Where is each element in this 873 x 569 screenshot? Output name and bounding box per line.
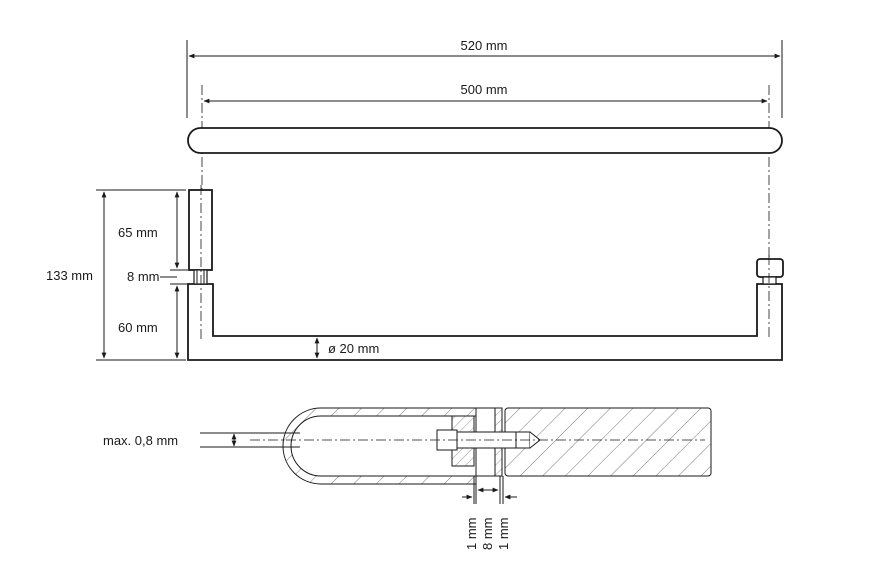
left-connector xyxy=(193,269,208,285)
dimension-hole-spacing: 500 mm xyxy=(203,82,768,104)
dimension-glass-stack: 1 mm 8 mm 1 mm xyxy=(462,476,517,550)
right-knob xyxy=(756,258,784,278)
hole-spacing-label: 500 mm xyxy=(461,82,508,97)
dimension-overall-length: 520 mm xyxy=(188,38,781,59)
gap-label: 8 mm xyxy=(127,269,160,284)
overall-length-label: 520 mm xyxy=(461,38,508,53)
total-height-label: 133 mm xyxy=(46,268,93,283)
dimension-sections: 65 mm 8 mm 60 mm xyxy=(118,191,188,359)
handle-side-profile xyxy=(187,283,783,361)
dimension-total-height: 133 mm xyxy=(46,189,186,361)
section-detail: max. 0,8 mm 1 mm 8 mm 1 mm xyxy=(103,407,712,550)
right-connector xyxy=(762,276,777,285)
left-mounting-post xyxy=(188,189,213,271)
top-view: 520 mm 500 mm xyxy=(186,38,783,345)
dimension-diameter: ø 20 mm xyxy=(314,337,379,359)
max-gap-label: max. 0,8 mm xyxy=(103,433,178,448)
lower-section-label: 60 mm xyxy=(118,320,158,335)
washer-left-label: 1 mm xyxy=(464,518,479,551)
dimension-max-gap: max. 0,8 mm xyxy=(103,432,300,448)
handle-top-view xyxy=(187,127,783,154)
washer-right-label: 1 mm xyxy=(496,518,511,551)
upper-section-label: 65 mm xyxy=(118,225,158,240)
diameter-label: ø 20 mm xyxy=(328,341,379,356)
glass-thickness-label: 8 mm xyxy=(480,518,495,551)
side-view: 133 mm 65 mm 8 mm 60 mm ø 20 mm xyxy=(46,185,784,361)
